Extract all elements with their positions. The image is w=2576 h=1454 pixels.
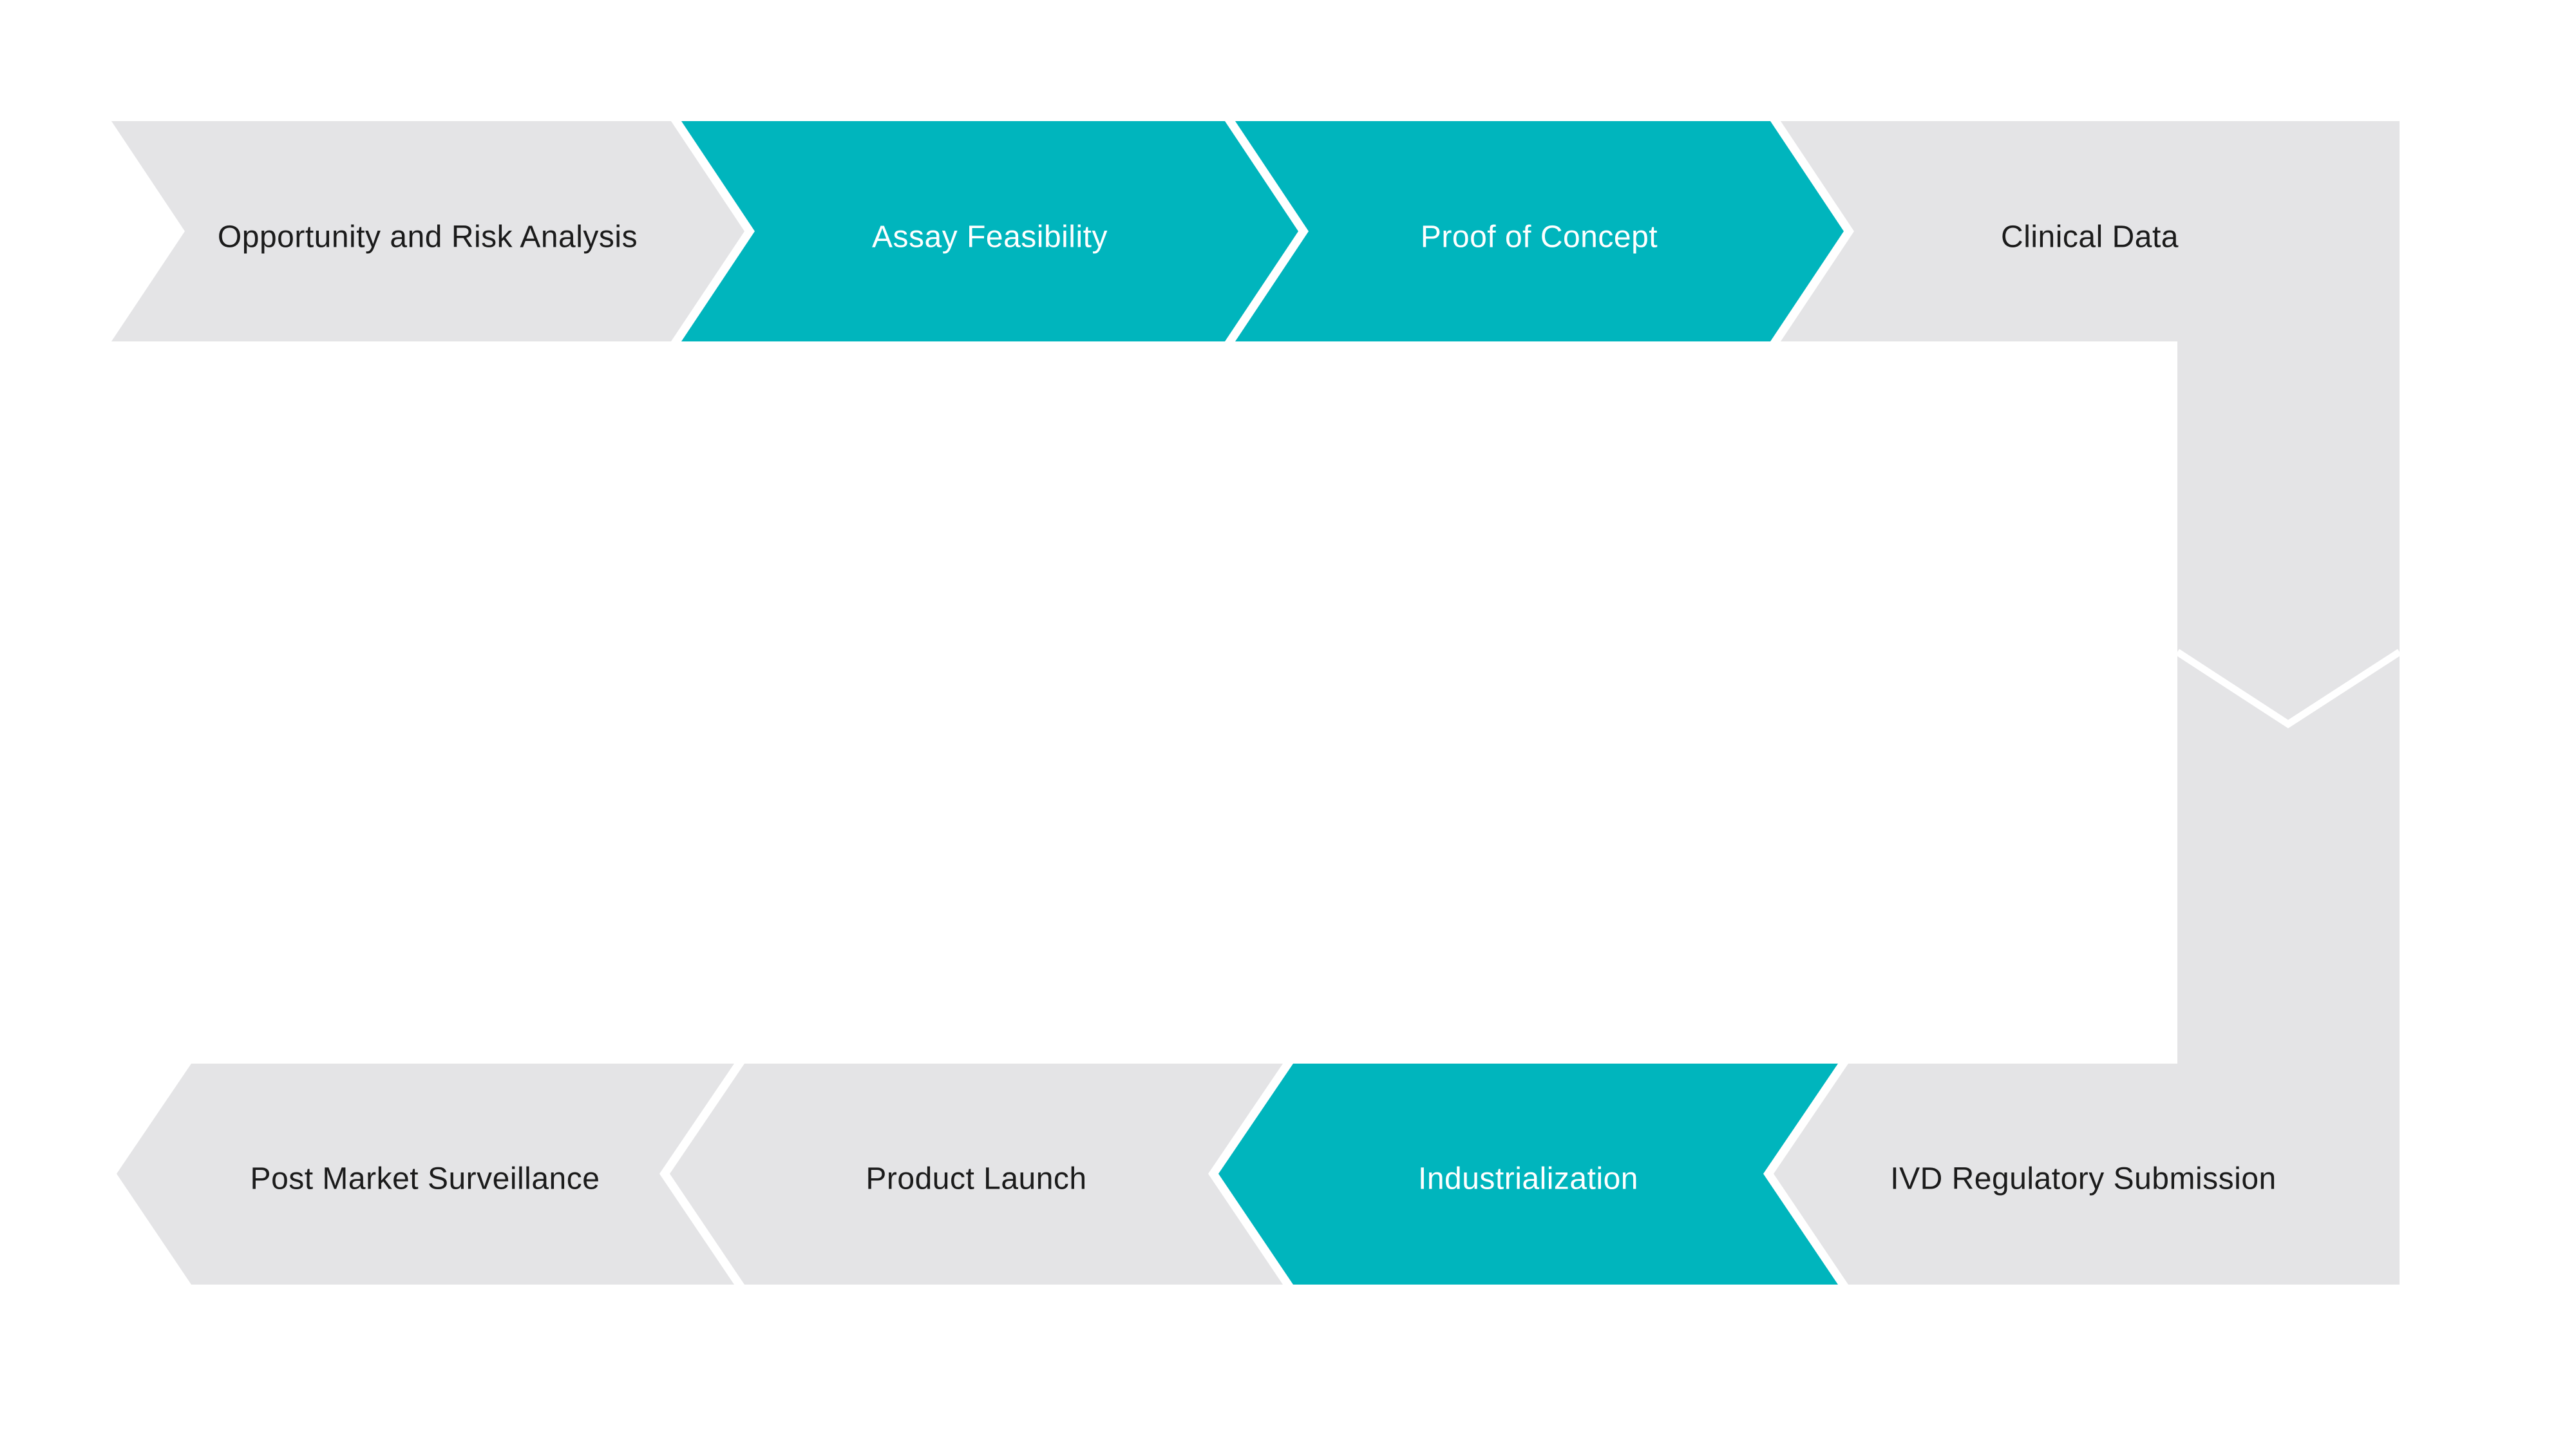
stage-label-ivd-regulatory-submission: IVD Regulatory Submission [1890, 1162, 2276, 1196]
stage-label-opportunity-and-risk-analysis: Opportunity and Risk Analysis [218, 220, 638, 254]
stage-label-industrialization: Industrialization [1418, 1162, 1638, 1196]
stage-label-assay-feasibility: Assay Feasibility [872, 220, 1108, 254]
stage-label-post-market-surveillance: Post Market Surveillance [251, 1162, 600, 1196]
stage-label-product-launch: Product Launch [866, 1162, 1086, 1196]
stage-post-market-surveillance [117, 1064, 734, 1285]
stage-proof-of-concept [1235, 121, 1844, 341]
flow-down-chevron-icon [2175, 649, 2401, 729]
stage-assay-feasibility [681, 121, 1298, 341]
stage-clinical-data-and-descent-and-ivd-regulatory-submission [1774, 121, 2400, 1285]
stage-label-clinical-data: Clinical Data [2001, 220, 2179, 254]
stage-product-launch [670, 1064, 1283, 1285]
stage-industrialization [1218, 1064, 1838, 1285]
stage-opportunity-and-risk-analysis [111, 121, 744, 341]
stage-label-proof-of-concept: Proof of Concept [1421, 220, 1658, 254]
